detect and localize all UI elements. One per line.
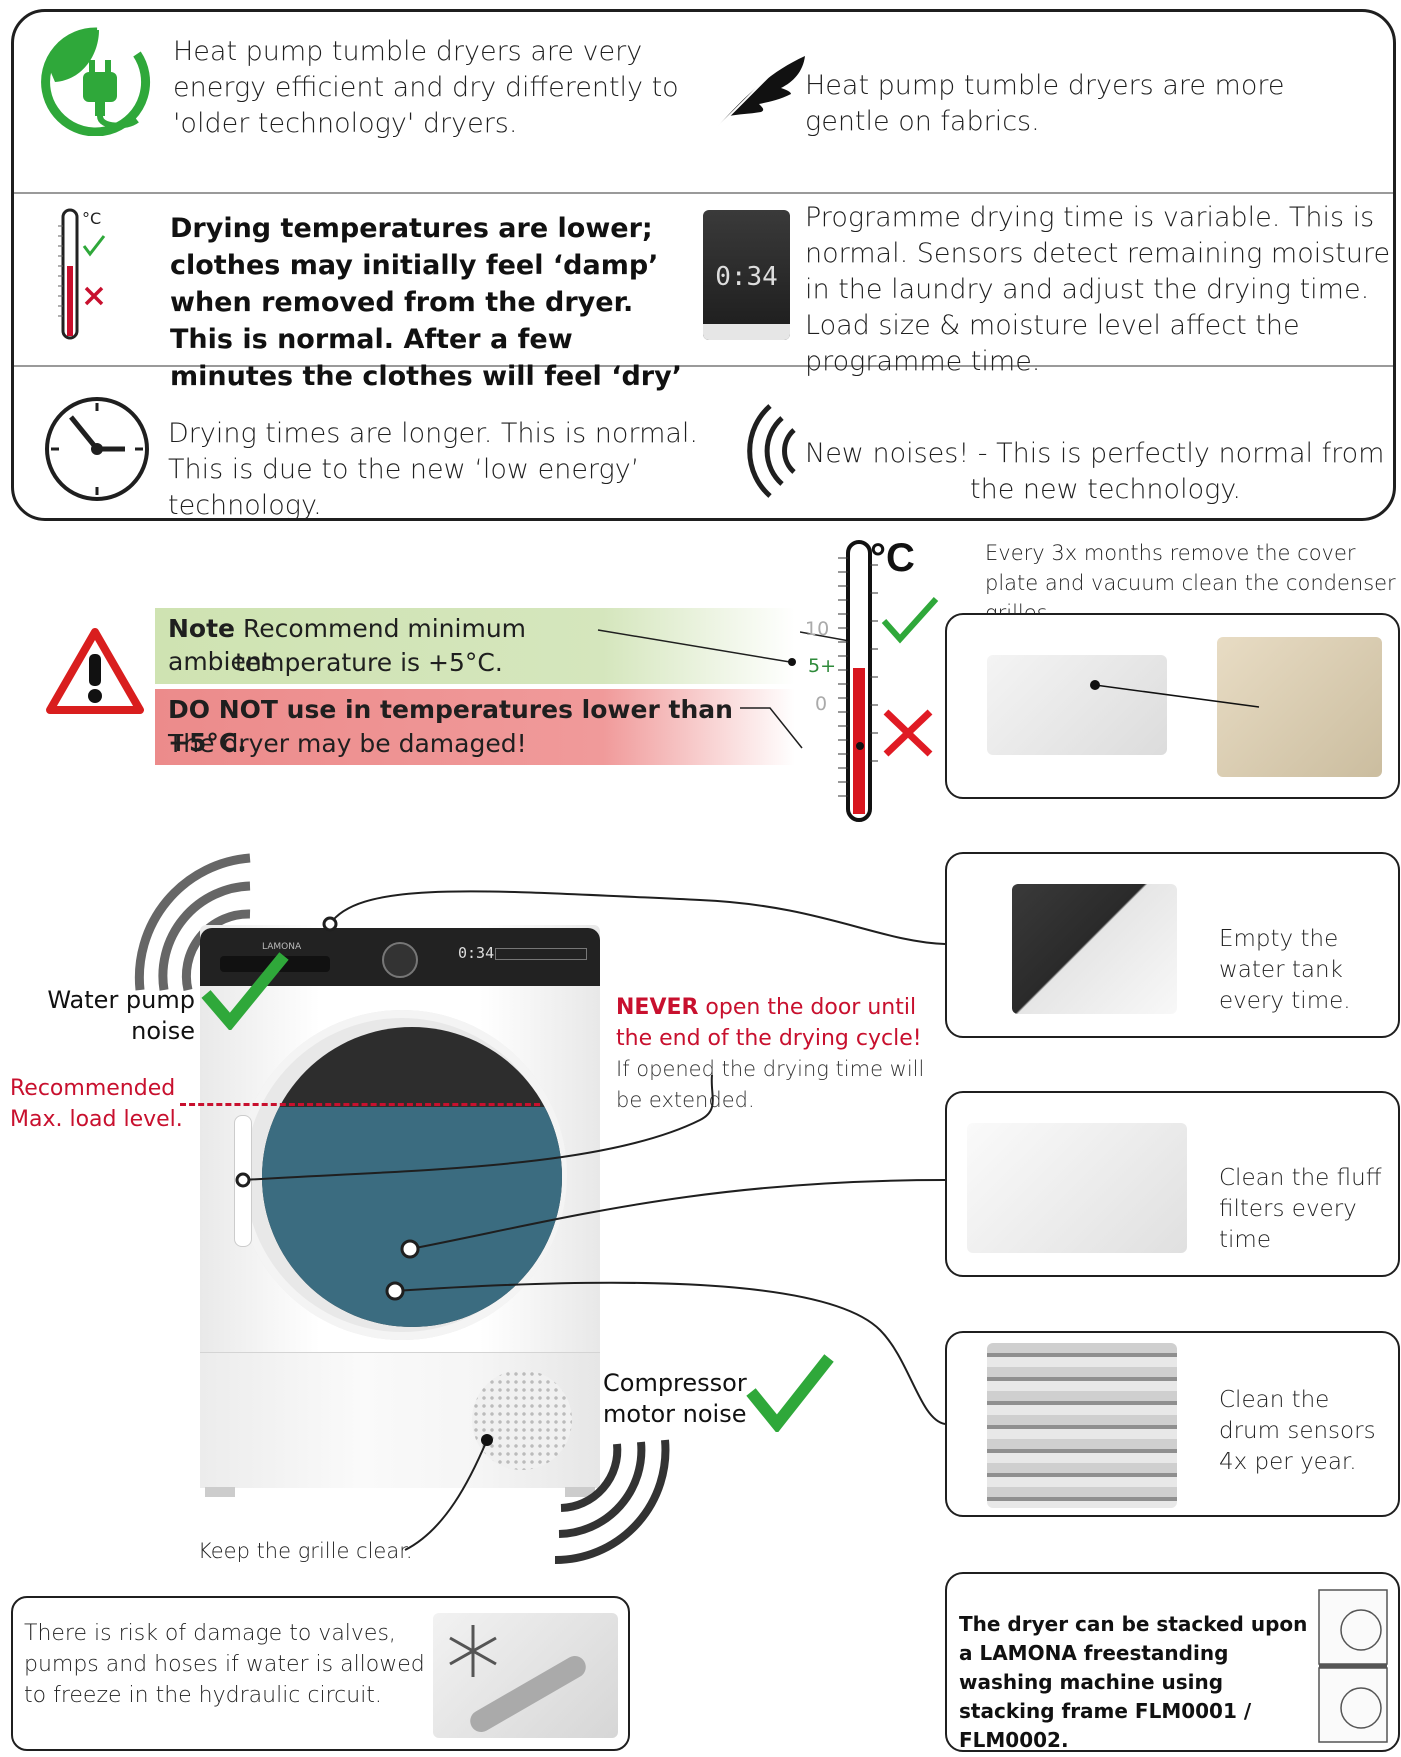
- warning-band: [155, 689, 795, 765]
- thermometer-icon: [800, 540, 878, 822]
- frozen-pipe-photo: [433, 1613, 618, 1738]
- leader-lines: [597, 629, 803, 749]
- warning-bold-text: DO NOT use in temperatures lower than +5…: [168, 695, 733, 757]
- freeze-text: There is risk of damage to valves, pumps…: [24, 1621, 425, 1708]
- tick-0: 0: [815, 693, 828, 715]
- noise-line-2: the new technology.: [970, 474, 1242, 505]
- door-extended-text: If opened the drying time will be extend…: [616, 1057, 925, 1112]
- stacked-appliances-icon: [1318, 1589, 1388, 1743]
- temperature-text: Drying temperatures are lower; clothes m…: [170, 213, 682, 392]
- drying-time-line-2: This is due to the new ‘low energy’ tech…: [168, 454, 640, 521]
- warning-triangle-icon: [46, 628, 144, 714]
- thermometer-check-cross-icon: °C: [58, 208, 106, 340]
- dryer-display-icon: 0:34: [703, 210, 790, 340]
- grille-text: Keep the grille clear.: [198, 1539, 413, 1563]
- max-load-label: Recommended Max. load level.: [10, 1076, 183, 1132]
- drying-time-line-1: Drying times are longer. This is normal.: [168, 418, 698, 449]
- note-band: [155, 608, 795, 684]
- max-load-line: [180, 1103, 540, 1106]
- never-open-text: NEVER open the door until the end of the…: [616, 995, 922, 1051]
- fluff-filter-box: Clean the fluff filters every time: [945, 1091, 1400, 1277]
- programme-knob: [382, 942, 418, 978]
- sound-waves-icon: [747, 404, 796, 498]
- small-thermo-unit: °C: [82, 209, 101, 228]
- check-icon: [881, 596, 939, 644]
- snowflake-icon: [449, 1625, 497, 1677]
- tick-10: 10: [805, 618, 830, 640]
- compressor-label: Compressor motor noise: [603, 1369, 747, 1428]
- divider: [14, 192, 1393, 194]
- note-text-1: Recommend minimum ambient: [168, 614, 527, 676]
- divider: [14, 365, 1393, 367]
- warning-text: The dryer may be damaged!: [168, 729, 527, 758]
- fabric-text: Heat pump tumble dryers are more gentle …: [805, 70, 1285, 137]
- cover-plate-photo: [987, 655, 1167, 755]
- stacking-box: The dryer can be stacked upon a LAMONA f…: [945, 1572, 1400, 1752]
- thermometer-unit: °C: [870, 536, 915, 580]
- noise-line-1: New noises! - This is perfectly normal f…: [805, 438, 1385, 469]
- note-label: Note: [168, 614, 236, 643]
- clock-icon: [45, 397, 149, 501]
- freeze-warning-box: There is risk of damage to valves, pumps…: [11, 1596, 630, 1751]
- drum-sensor-box: Clean the drum sensors 4x per year.: [945, 1331, 1400, 1517]
- compressor-sound-icon: [554, 1439, 670, 1565]
- water-tank-photo: [1012, 884, 1177, 1014]
- water-tank-box: Empty the water tank every time.: [945, 852, 1400, 1038]
- brand-logo: LAMONA: [262, 942, 302, 952]
- energy-text: Heat pump tumble dryers are very energy …: [173, 36, 679, 139]
- drum-sensor-photo: [987, 1343, 1177, 1508]
- cover-plate-box: [945, 613, 1400, 799]
- energy-plug-leaf-icon: [41, 27, 151, 136]
- fluff-filter-text: Clean the fluff filters every time: [1219, 1165, 1382, 1253]
- programme-text: Programme drying time is variable. This …: [805, 202, 1391, 377]
- stacking-text: The dryer can be stacked upon a LAMONA f…: [959, 1612, 1308, 1752]
- display-readout: 0:34: [715, 262, 778, 292]
- water-tank-text: Empty the water tank every time.: [1219, 926, 1351, 1014]
- compressor-grille: [472, 1370, 572, 1470]
- panel-display: 0:34: [458, 944, 495, 962]
- feather-icon: [708, 56, 805, 137]
- condenser-photo: [1217, 637, 1382, 777]
- compressor-check-icon: [746, 1354, 834, 1432]
- water-pump-label: Water pump noise: [47, 986, 195, 1045]
- note-text-2: temperature is +5°C.: [235, 648, 503, 677]
- drum-sensor-text: Clean the drum sensors 4x per year.: [1219, 1387, 1376, 1475]
- note-line-1: Note Recommend minimum ambient: [168, 612, 628, 678]
- water-pump-check-icon: [201, 952, 289, 1030]
- cross-icon: [883, 709, 933, 757]
- fluff-filter-photo: [967, 1123, 1187, 1253]
- info-panel: [11, 9, 1396, 521]
- tick-5: 5+: [808, 655, 837, 677]
